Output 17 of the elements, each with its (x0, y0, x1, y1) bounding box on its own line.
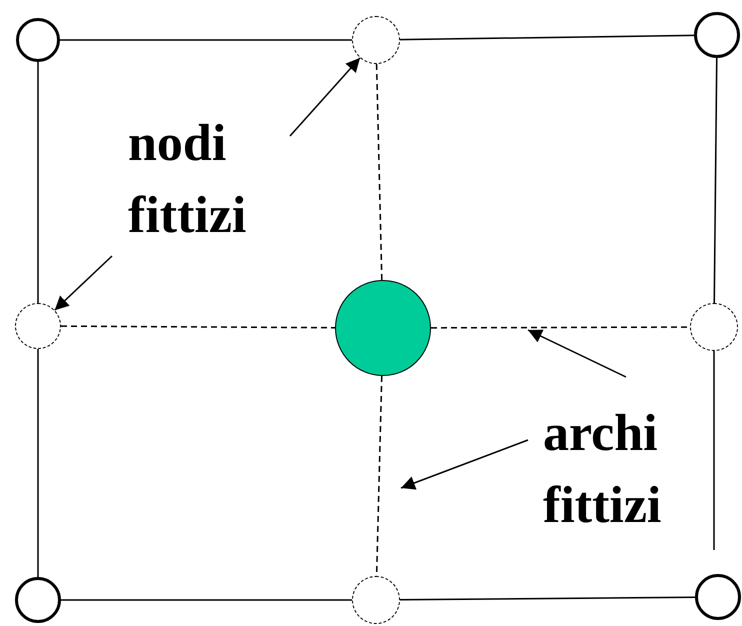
dashed-edge (61, 325, 335, 328)
edge-line (714, 58, 718, 303)
leader-arrow (528, 329, 626, 378)
leader-arrow (400, 439, 528, 490)
annotation-text: archi fittizi (543, 404, 662, 536)
dashed-edge (376, 64, 383, 280)
edge-line (37, 62, 39, 303)
annotation-text: nodi fittizi (128, 114, 248, 246)
edge-line (60, 39, 352, 41)
dashed-edge (431, 326, 690, 329)
edge-line (61, 599, 352, 601)
leader-arrow (289, 57, 361, 136)
edge-line (400, 34, 694, 40)
edge-line (713, 351, 715, 550)
leader-arrow (54, 255, 113, 311)
edge-line (400, 596, 695, 601)
edge-line (37, 349, 39, 577)
